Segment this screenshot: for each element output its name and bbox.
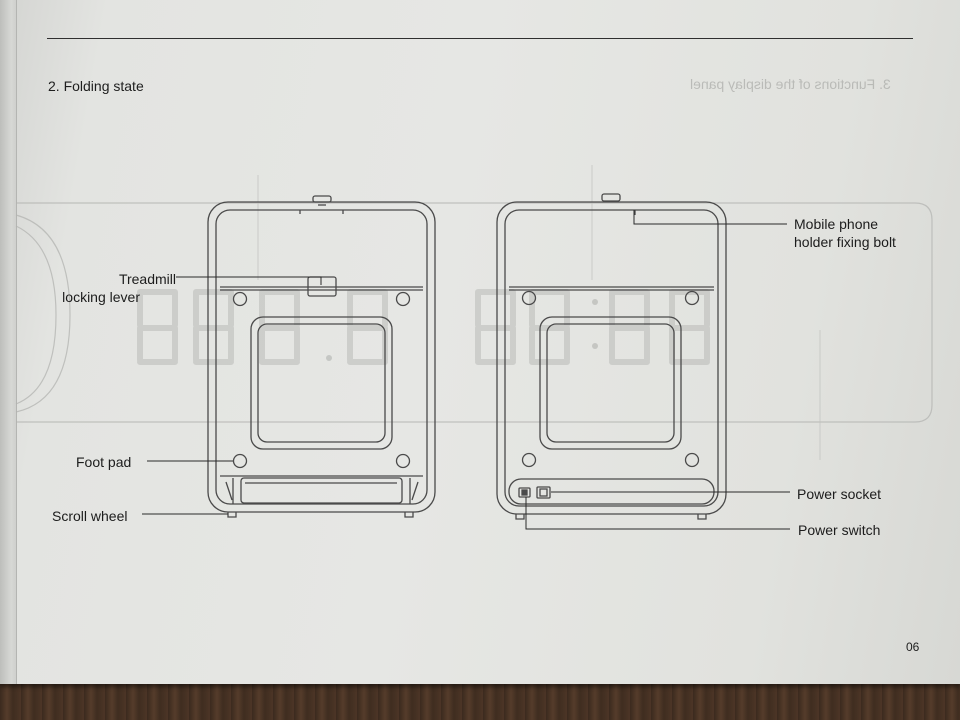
section-title: 2. Folding state xyxy=(48,78,144,94)
callout-leaders xyxy=(142,210,790,530)
power-socket-icon xyxy=(536,486,551,499)
label-mobile-phone-holder-fixing-bolt: Mobile phone xyxy=(794,216,879,232)
manual-page: 2. Folding state 3. Functions of the dis… xyxy=(0,0,960,684)
label-foot-pad: Foot pad xyxy=(76,454,132,470)
header-rule xyxy=(47,38,913,39)
label-power-switch: Power switch xyxy=(798,522,881,538)
label-mobile-phone-holder-fixing-bolt-2: holder fixing bolt xyxy=(794,234,896,250)
page-binding-edge xyxy=(0,0,17,684)
label-scroll-wheel: Scroll wheel xyxy=(52,508,128,524)
scroll-wheel-icon xyxy=(225,477,419,504)
treadmill-bottom-view xyxy=(496,193,727,520)
page-number: 06 xyxy=(906,640,920,654)
bleed-through-display-panel xyxy=(15,165,933,460)
treadmill-top-view xyxy=(207,195,436,518)
wooden-table-background xyxy=(0,683,960,720)
label-treadmill-locking-lever-1: Treadmill xyxy=(118,271,176,287)
label-power-socket: Power socket xyxy=(797,486,882,502)
foot-pad-icon xyxy=(232,291,411,469)
power-switch-icon xyxy=(518,487,531,498)
folding-state-illustration xyxy=(142,193,790,530)
label-treadmill-locking-lever: locking lever xyxy=(62,289,140,305)
